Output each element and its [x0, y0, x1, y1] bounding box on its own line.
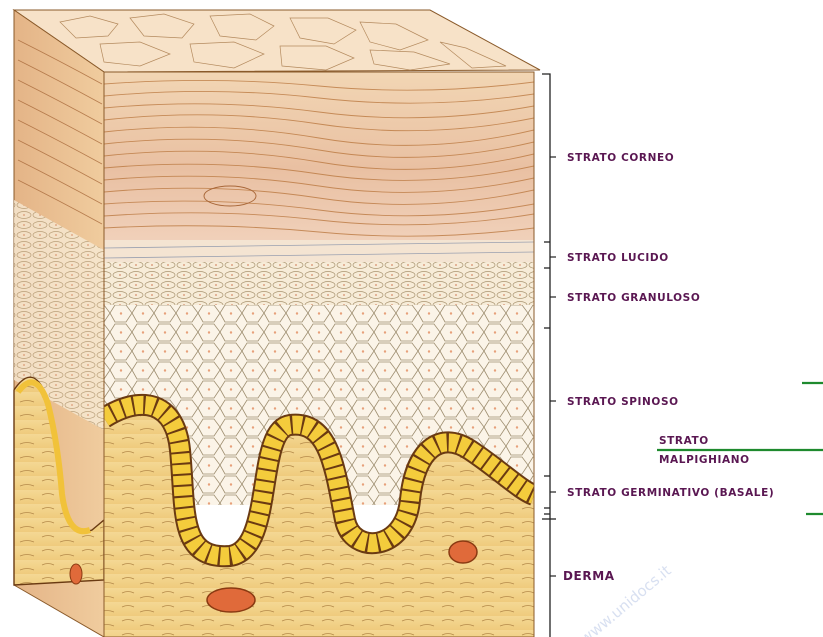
dermis-vessel-1	[449, 541, 477, 563]
label-strato-corneo: STRATO CORNEO	[567, 152, 674, 164]
label-strato-germinativo: STRATO GERMINATIVO (BASALE)	[567, 487, 774, 499]
granulosum-layer	[104, 262, 534, 312]
label-ticks	[550, 157, 556, 576]
top-surface	[14, 10, 540, 72]
layer-bracket	[542, 74, 556, 637]
label-malpighiano-line2: MALPIGHIANO	[659, 454, 750, 466]
label-derma: DERMA	[563, 569, 615, 583]
label-strato-spinoso: STRATO SPINOSO	[567, 396, 679, 408]
left-vessel	[70, 564, 82, 584]
front-face	[104, 72, 534, 637]
label-strato-granuloso: STRATO GRANULOSO	[567, 292, 700, 304]
label-strato-lucido: STRATO LUCIDO	[567, 252, 669, 264]
dermis-vessel-2	[207, 588, 255, 612]
label-malpighiano-line1: STRATO	[659, 435, 709, 447]
